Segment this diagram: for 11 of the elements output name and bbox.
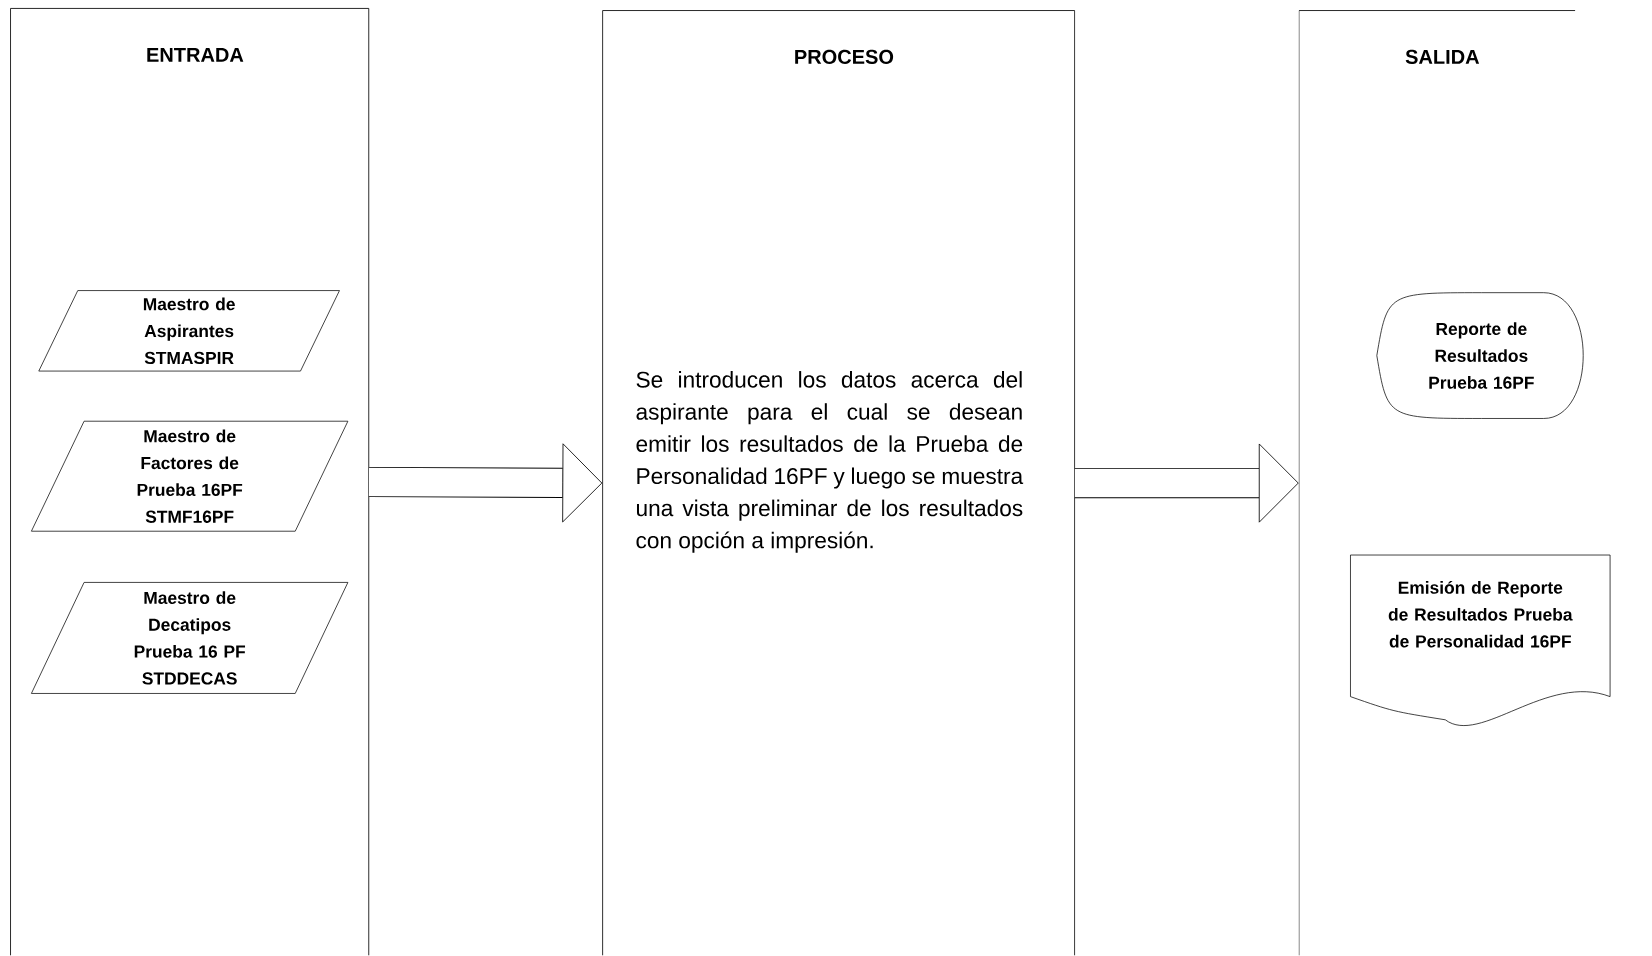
input-parallelogram: Maestro de Decatipos Prueba 16 PF STDDECAS (31, 582, 349, 695)
block-arrow (368, 443, 603, 523)
input-parallelogram: Maestro de Aspirantes STMASPIR (38, 290, 340, 372)
display-shape: Reporte de Resultados Prueba 16PF (1376, 292, 1584, 420)
lane-heading: PROCESO (795, 50, 894, 65)
lane-heading: SALIDA (1405, 50, 1480, 65)
block-arrow (1074, 443, 1299, 523)
input-parallelogram: Maestro de Factores de Prueba 16PF STMF16PF (31, 421, 349, 532)
document-shape: Emisión de Reporte de Resultados Prueba de Personalidad 16PF (1350, 554, 1611, 727)
lane-heading: ENTRADA (147, 48, 244, 62)
process-description: Se introducen los datos acerca del aspirante para el cual se desean emitir los resultados de la Prueba de Personalidad 16PF y luego se muestra una vista preliminar de los resultados con opción a impresión. (636, 371, 1024, 554)
